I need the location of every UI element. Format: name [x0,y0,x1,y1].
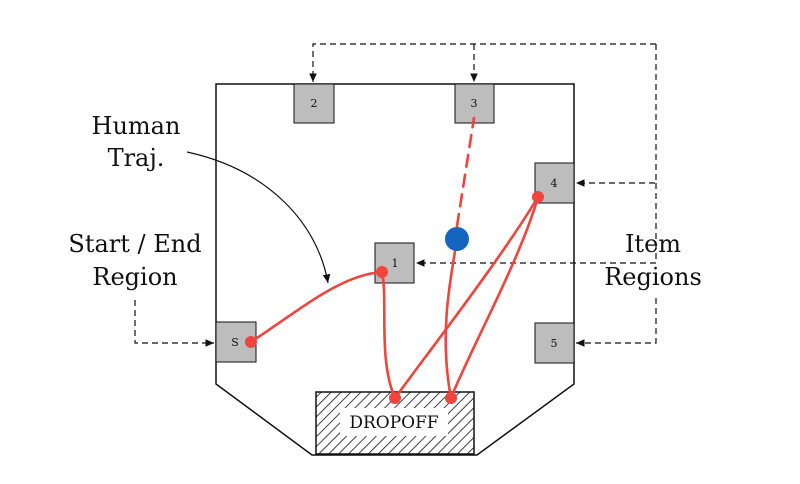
region-s-label: S [231,336,239,349]
region-2: 2 [293,83,335,124]
robot-marker [445,227,469,251]
traj-4-to-dropoff [449,195,540,400]
region-4-label: 4 [551,177,558,190]
human-trajectory [249,116,540,400]
traj-planned-to-3 [455,116,476,228]
region-1-label: 1 [392,257,399,270]
warehouse-outline [215,83,575,456]
region-5: 5 [534,322,575,364]
dropoff-label: DROPOFF [349,413,439,433]
waypoint-1 [376,266,388,278]
traj-dropoff-to-robot [444,238,459,400]
arrow-to-start-region [134,300,214,347]
arrow-to-region-4 [576,44,657,187]
region-1: 1 [374,242,415,284]
region-3-label: 3 [471,97,478,110]
waypoint-dropoff-b [445,392,457,404]
start-end-label-line2: Region [92,263,177,291]
region-5-label: 5 [551,337,558,350]
human-traj-label-line1: Human [92,112,181,140]
item-region-arrows [134,43,657,347]
traj-dropoff-to-4 [393,195,540,400]
region-boxes: 2 3 4 1 5 S [215,83,575,364]
trajectory-waypoints [245,191,544,404]
region-3: 3 [454,83,495,124]
human-traj-arrow [186,151,331,284]
item-regions-label-line2: Regions [604,263,702,291]
start-end-label-line1: Start / End [68,230,201,258]
arrow-to-region-2 [309,43,656,82]
waypoint-s [245,336,257,348]
waypoint-4 [532,191,544,203]
traj-s-to-1 [249,270,384,344]
arrow-to-region-1 [416,183,657,267]
traj-1-to-dropoff [380,270,397,400]
human-traj-label-line2: Traj. [108,144,165,172]
item-regions-label-line1: Item [625,230,681,258]
region-2-label: 2 [311,97,318,110]
arrow-to-region-5 [576,298,657,347]
waypoint-dropoff-a [389,392,401,404]
